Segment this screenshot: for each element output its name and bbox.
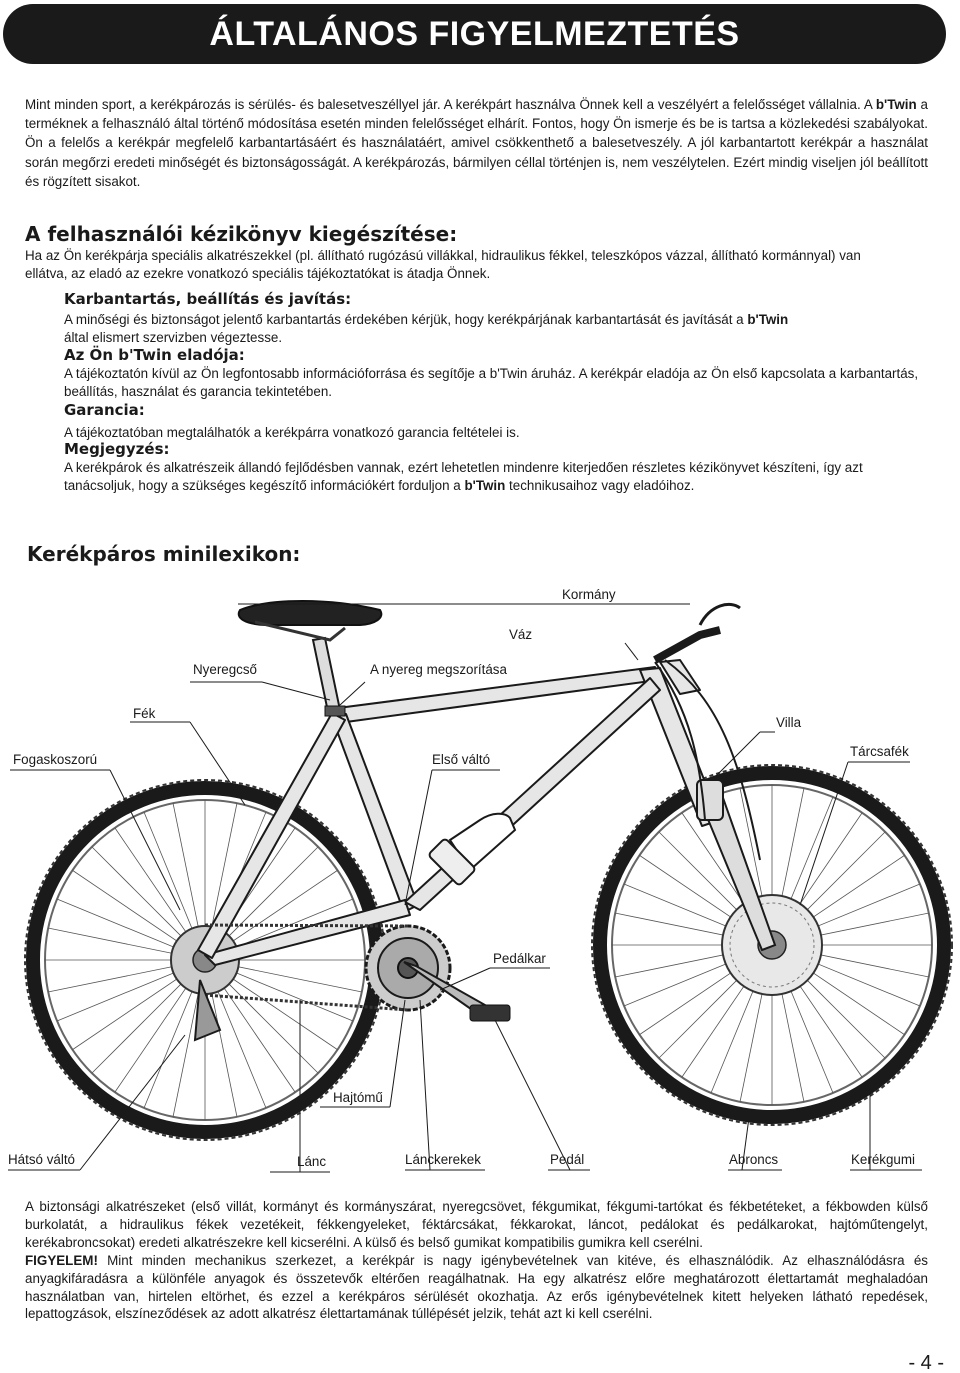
label-vaz: Váz	[509, 627, 533, 642]
frame	[197, 659, 721, 966]
rear-wheel	[24, 779, 386, 1141]
safety-paragraph: A biztonsági alkatrészeket (első villát,…	[25, 1198, 928, 1323]
water-bottle	[428, 812, 517, 886]
label-kormany: Kormány	[562, 587, 616, 602]
manual-heading: A felhasználói kézikönyv kiegészítése:	[25, 222, 458, 246]
note-text: A kerékpárok és alkatrészeik állandó fej…	[64, 459, 924, 495]
maintenance-brand: b'Twin	[747, 312, 789, 327]
bicycle-diagram	[8, 600, 953, 1173]
note-text-1: A kerékpárok és alkatrészeik állandó fej…	[64, 460, 863, 493]
label-elso-valto: Első váltó	[432, 752, 491, 767]
page-number: - 4 -	[908, 1352, 944, 1373]
safety-text-1: A biztonsági alkatrészeket (első villát,…	[25, 1199, 928, 1250]
intro-text-1: Mint minden sport, a kerékpározás is sér…	[25, 97, 876, 112]
label-pedalkar: Pedálkar	[493, 951, 546, 966]
label-hajtomu: Hajtómű	[333, 1090, 383, 1105]
leader-lines	[8, 603, 922, 1173]
label-kerekgumi: Kerékgumi	[851, 1152, 916, 1167]
maintenance-heading: Karbantartás, beállítás és javítás:	[64, 290, 352, 308]
seat	[237, 600, 383, 717]
intro-paragraph: Mint minden sport, a kerékpározás is sér…	[25, 95, 928, 191]
crankset	[364, 924, 511, 1022]
warranty-heading: Garancia:	[64, 401, 145, 419]
lexicon-heading: Kerékpáros minilexikon:	[27, 542, 301, 566]
maintenance-text-2: által elismert szervizben végeztesse.	[64, 330, 283, 345]
label-pedal: Pedál	[550, 1152, 585, 1167]
manual-lead: Ha az Ön kerékpárja speciális alkatrésze…	[25, 248, 861, 281]
maintenance-text-1: A minőségi és biztonságot jelentő karban…	[64, 312, 748, 327]
note-brand: b'Twin	[464, 478, 506, 493]
label-hatso-valto: Hátsó váltó	[8, 1152, 75, 1167]
label-nyeregcso: Nyeregcső	[193, 662, 258, 677]
warning-label: FIGYELEM!	[25, 1252, 98, 1268]
label-abroncs: Abroncs	[729, 1152, 779, 1167]
title-banner: ÁLTALÁNOS FIGYELMEZTETÉS	[3, 4, 946, 64]
maintenance-text: A minőségi és biztonságot jelentő karban…	[64, 311, 924, 347]
safety-text-2: Mint minden mechanikus szerkezet, a keré…	[25, 1252, 928, 1322]
label-villa: Villa	[776, 715, 802, 730]
label-nyereg-megszoritasa: A nyereg megszorítása	[370, 662, 507, 677]
note-text-2: technikusaihoz vagy eladóihoz.	[505, 478, 695, 493]
label-tarcsafek: Tárcsafék	[850, 744, 909, 759]
label-fogaskoszoru: Fogaskoszorú	[13, 752, 98, 767]
intro-text-2: a terméknek a felhasználó által történő …	[25, 97, 928, 189]
label-lanc: Lánc	[297, 1154, 327, 1169]
handlebar	[653, 602, 761, 861]
note-heading: Megjegyzés:	[64, 440, 170, 458]
page-title: ÁLTALÁNOS FIGYELMEZTETÉS	[209, 14, 740, 53]
seller-heading: Az Ön b'Twin eladója:	[64, 346, 245, 364]
rear-derailleur	[193, 979, 222, 1042]
seller-text: A tájékoztatón kívül az Ön legfontosabb …	[64, 366, 919, 399]
chain	[204, 923, 409, 1012]
front-wheel	[591, 764, 953, 1126]
intro-brand: b'Twin	[875, 97, 917, 112]
warranty-text: A tájékoztatóban megtalálhatók a kerékpá…	[64, 425, 520, 440]
label-lanckerekek: Lánckerekek	[405, 1152, 481, 1167]
label-fek: Fék	[133, 706, 156, 721]
